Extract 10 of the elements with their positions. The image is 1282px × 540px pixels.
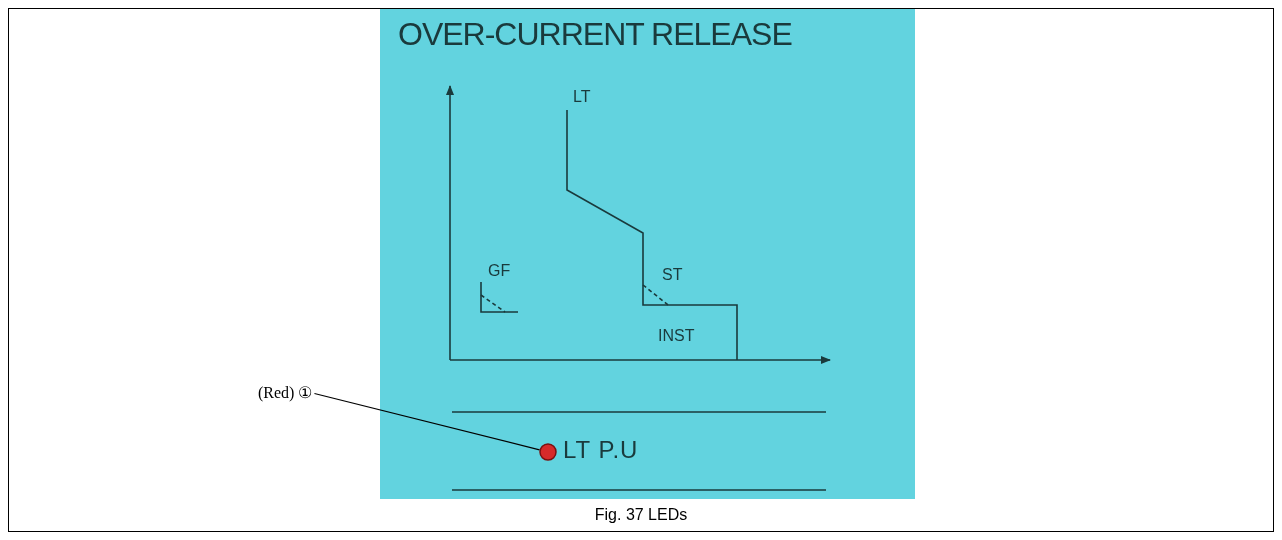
- panel-title: OVER-CURRENT RELEASE: [398, 16, 792, 53]
- curve-label: GF: [488, 262, 511, 280]
- curve-label: ST: [662, 266, 683, 284]
- indicator-label: LT P.U: [563, 436, 639, 464]
- curve-label: INST: [658, 327, 695, 345]
- curve-label: LT: [573, 88, 591, 106]
- led-indicator: [539, 443, 557, 461]
- leader-line: [313, 392, 541, 451]
- figure-caption: Fig. 37 LEDs: [594, 506, 688, 524]
- callout-label: (Red) ①: [258, 383, 313, 402]
